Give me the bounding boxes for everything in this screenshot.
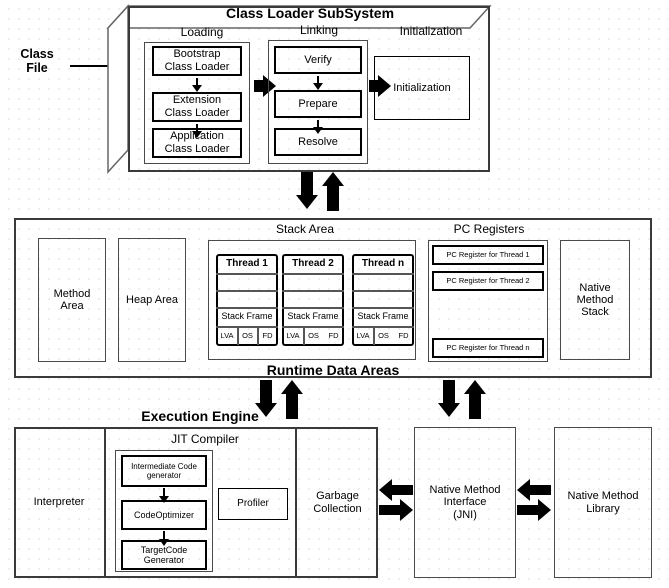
resolve-step[interactable]: Resolve (274, 128, 362, 156)
linking-arrow-2-shaft (317, 120, 319, 128)
bootstrap-class-loader[interactable]: Bootstrap Class Loader (152, 46, 242, 76)
class-file-arrow-shaft (70, 65, 112, 67)
thread-1-divider-2 (216, 290, 278, 292)
ee-divider-2 (295, 427, 297, 578)
cl-to-rda-down-shaft (301, 172, 313, 196)
prepare-step[interactable]: Prepare (274, 90, 362, 118)
jit-compiler-box (115, 450, 213, 572)
thread-n-cell-sep-1 (373, 327, 375, 345)
ee-to-rda-up-head (281, 380, 303, 394)
pc-register-thread-2[interactable]: PC Register for Thread 2 (432, 271, 544, 291)
initialization-step[interactable]: Initialization (374, 56, 470, 120)
jni-to-rda-up-shaft (469, 393, 481, 419)
linking-arrow-1-shaft (317, 76, 319, 84)
class-loader-subsystem-box (128, 6, 490, 172)
loading-to-linking-arrow-shaft (254, 80, 264, 92)
class-file-label: Class File (20, 47, 54, 75)
native-method-stack-box[interactable] (560, 240, 630, 360)
native-method-library-box[interactable] (554, 427, 652, 578)
execution-engine-box (14, 427, 378, 578)
jni-to-gc-arrow-shaft (391, 485, 413, 495)
thread-1-box[interactable] (216, 254, 278, 346)
thread-2-divider-1 (282, 273, 344, 275)
thread-2-box[interactable] (282, 254, 344, 346)
verify-step[interactable]: Verify (274, 46, 362, 74)
ee-divider-1 (104, 427, 106, 578)
extension-class-loader[interactable]: Extension Class Loader (152, 92, 242, 122)
code-optimizer[interactable]: CodeOptimizer (121, 500, 207, 530)
thread-2-divider-4 (282, 326, 344, 328)
jit-arrow-1-head (159, 496, 169, 503)
loading-group-box (144, 42, 250, 164)
thread-n-divider-3 (352, 307, 414, 309)
target-code-generator[interactable]: TargetCode Generator (121, 540, 207, 570)
stack-area-box (208, 240, 416, 360)
thread-1-divider-4 (216, 326, 278, 328)
thread-1-cell-sep-2 (257, 327, 259, 345)
linking-arrow-2-head (313, 127, 323, 134)
linking-arrow-1-head (313, 83, 323, 90)
thread-n-divider-1 (352, 273, 414, 275)
gc-to-jni-arrow-shaft (379, 505, 401, 515)
loading-arrow-1-head (192, 85, 202, 92)
pc-register-thread-n[interactable]: PC Register for Thread n (432, 338, 544, 358)
lib-to-jni-arrow-shaft (529, 485, 551, 495)
ee-to-rda-up-shaft (286, 393, 298, 419)
profiler-box[interactable]: Profiler (218, 488, 288, 520)
thread-n-box[interactable] (352, 254, 414, 346)
pc-registers-box (428, 240, 548, 362)
thread-2-divider-2 (282, 290, 344, 292)
thread-2-divider-3 (282, 307, 344, 309)
pc-register-thread-1[interactable]: PC Register for Thread 1 (432, 245, 544, 265)
intermediate-code-generator[interactable]: Intermediate Code generator (121, 455, 207, 487)
loading-arrow-2-head (192, 131, 202, 138)
jit-arrow-2-head (159, 539, 169, 546)
lib-to-jni-arrow-head (517, 479, 530, 501)
jni-to-lib-arrow-head (538, 499, 551, 521)
jni-to-lib-arrow-shaft (517, 505, 539, 515)
rda-to-cl-up-head (322, 172, 344, 186)
cl-to-rda-down-head (296, 195, 318, 209)
thread-1-divider-3 (216, 307, 278, 309)
linking-to-init-arrow-head (378, 75, 391, 97)
thread-1-cell-sep-1 (237, 327, 239, 345)
native-method-interface-box[interactable] (414, 427, 516, 578)
loading-to-linking-arrow-head (263, 75, 276, 97)
rda-to-jni-down-shaft (443, 380, 455, 404)
jit-arrow-2-shaft (163, 531, 165, 540)
thread-2-cell-sep-1 (303, 327, 305, 345)
runtime-data-areas-box (14, 218, 652, 378)
linking-group-box (268, 40, 368, 164)
rda-to-cl-up-shaft (327, 185, 339, 211)
thread-n-divider-4 (352, 326, 414, 328)
rda-to-ee-down-shaft (260, 380, 272, 404)
jit-arrow-1-shaft (163, 488, 165, 497)
gc-to-jni-arrow-head (400, 499, 413, 521)
jni-to-gc-arrow-head (379, 479, 392, 501)
rda-to-ee-down-head (255, 403, 277, 417)
method-area-box[interactable] (38, 238, 106, 362)
heap-area-box[interactable] (118, 238, 186, 362)
loading-arrow-1-shaft (196, 78, 198, 86)
application-class-loader[interactable]: Application Class Loader (152, 128, 242, 158)
jni-to-rda-up-head (464, 380, 486, 394)
thread-1-divider-1 (216, 273, 278, 275)
thread-n-divider-2 (352, 290, 414, 292)
rda-to-jni-down-head (438, 403, 460, 417)
